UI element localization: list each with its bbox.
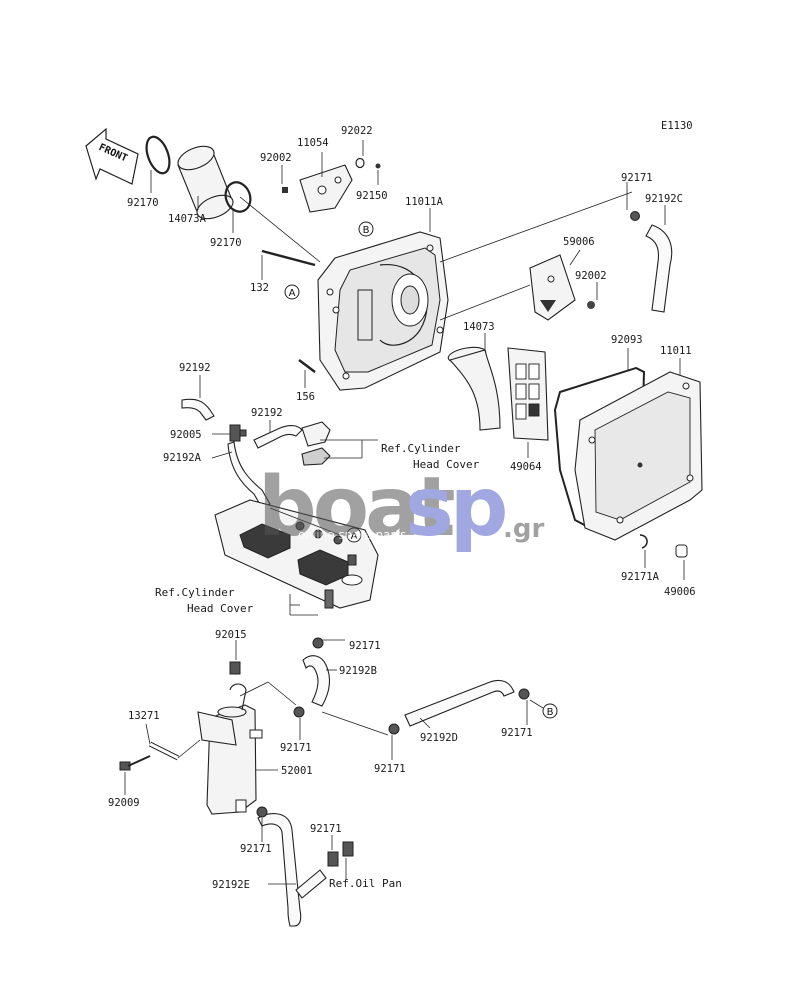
- hose-92192-mid: [253, 425, 303, 449]
- label-92171-e: 92171: [240, 843, 272, 855]
- label-59006: 59006: [563, 236, 595, 248]
- label-92171-oil: 92171: [310, 823, 342, 835]
- clamp-92171-d-right: [518, 688, 530, 700]
- label-92171-top: 92171: [621, 172, 653, 184]
- washer-92022: [355, 157, 365, 169]
- hose-92192d: [404, 679, 515, 727]
- intake-pipe-14073: [447, 346, 501, 431]
- cover-59006: [529, 254, 576, 321]
- fitting-92005: [229, 424, 247, 442]
- label-52001: 52001: [281, 765, 313, 777]
- cylinder-head-cover: [214, 499, 379, 609]
- hose-92192e: [257, 812, 302, 927]
- ref-cylinder-head-top-line1: Ref.Cylinder: [381, 442, 461, 455]
- bracket-11054: [299, 164, 353, 213]
- svg-text:sp: sp: [405, 460, 506, 555]
- label-156: 156: [296, 391, 315, 403]
- fitting-ref-oil-pan: [327, 841, 354, 867]
- nut-92015: [229, 661, 241, 675]
- clamp-92171-d-left: [388, 723, 400, 735]
- label-92022: 92022: [341, 125, 373, 137]
- label-92170-right: 92170: [210, 237, 242, 249]
- svg-text:.gr: .gr: [503, 514, 544, 544]
- hose-92192e-branch: [295, 869, 327, 899]
- intake-duct-14073a: [177, 145, 234, 220]
- label-92192d: 92192D: [420, 732, 458, 744]
- svg-text:A: A: [289, 288, 296, 299]
- clamp-92171-mid: [312, 637, 324, 649]
- label-49006: 49006: [664, 586, 696, 598]
- svg-text:B: B: [547, 707, 554, 718]
- label-92192b: 92192B: [339, 665, 377, 677]
- screw-92150: [375, 163, 381, 169]
- clamp-92170-right: [224, 181, 252, 213]
- label-92170-left: 92170: [127, 197, 159, 209]
- svg-text:A: A: [351, 531, 358, 542]
- label-92002-top: 92002: [260, 152, 292, 164]
- bolt-92002-right: [587, 301, 595, 309]
- bolt-156: [298, 359, 316, 373]
- bolt-92002-top: [282, 187, 288, 193]
- label-92150: 92150: [356, 190, 388, 202]
- label-11054: 11054: [297, 137, 329, 149]
- clamp-92171-e: [256, 806, 268, 818]
- ref-oil-pan: Ref.Oil Pan: [329, 877, 402, 890]
- svg-text:B: B: [363, 225, 370, 236]
- leader-lines: [124, 140, 685, 885]
- label-92002-right: 92002: [575, 270, 607, 282]
- cap-49006: [675, 544, 688, 558]
- label-92171a: 92171A: [621, 571, 660, 583]
- label-11011: 11011: [660, 345, 692, 357]
- ref-cylinder-head-bottom-line2: Head Cover: [187, 602, 254, 615]
- callout-a-top: A: [284, 284, 300, 300]
- clip-92171a: [639, 534, 648, 549]
- ref-cylinder-head-bottom-line1: Ref.Cylinder: [155, 586, 235, 599]
- callout-b-top: B: [358, 221, 374, 237]
- hose-92192-left: [181, 398, 215, 421]
- watermark-logo: boat sp .gr online spare parts: [258, 460, 544, 555]
- label-92171-tank: 92171: [280, 742, 312, 754]
- front-arrow-icon: FRONT: [85, 127, 139, 185]
- filter-element-49064: [507, 347, 549, 441]
- label-132: 132: [250, 282, 269, 294]
- breather-tank-52001: [197, 683, 263, 815]
- svg-text:online spare parts: online spare parts: [298, 528, 406, 542]
- label-14073a: 14073A: [168, 213, 207, 225]
- label-92171-d-left: 92171: [374, 763, 406, 775]
- air-cleaner-housing-11011a: [317, 231, 449, 391]
- ref-cylinder-head-top-line2: Head Cover: [413, 458, 480, 471]
- label-92009: 92009: [108, 797, 140, 809]
- label-14073: 14073: [463, 321, 495, 333]
- label-92192c: 92192C: [645, 193, 683, 205]
- callout-a-mid: A: [346, 527, 362, 543]
- clamp-92171-tank: [293, 706, 305, 718]
- label-92093: 92093: [611, 334, 643, 346]
- hose-92192b: [302, 655, 331, 707]
- hose-92192c: [645, 224, 673, 313]
- label-92171-d-right: 92171: [501, 727, 533, 739]
- valve-ref-cylinder-head: [301, 421, 331, 466]
- diagram-code: E1130: [661, 120, 693, 132]
- label-49064: 49064: [510, 461, 542, 473]
- bolt-132: [261, 249, 316, 267]
- label-92005: 92005: [170, 429, 202, 441]
- label-92192-left: 92192: [179, 362, 211, 374]
- clamp-92171-top: [630, 211, 640, 221]
- label-92192a: 92192A: [163, 452, 202, 464]
- svg-text:boat: boat: [258, 460, 454, 555]
- label-13271: 13271: [128, 710, 160, 722]
- label-92192e: 92192E: [212, 879, 250, 891]
- air-cleaner-cover-11011: [574, 371, 703, 541]
- label-11011a: 11011A: [405, 196, 444, 208]
- label-92192-mid: 92192: [251, 407, 283, 419]
- label-92171-mid: 92171: [349, 640, 381, 652]
- clamp-92170-left: [145, 135, 171, 175]
- callout-b-bottom: B: [542, 703, 558, 719]
- label-92015: 92015: [215, 629, 247, 641]
